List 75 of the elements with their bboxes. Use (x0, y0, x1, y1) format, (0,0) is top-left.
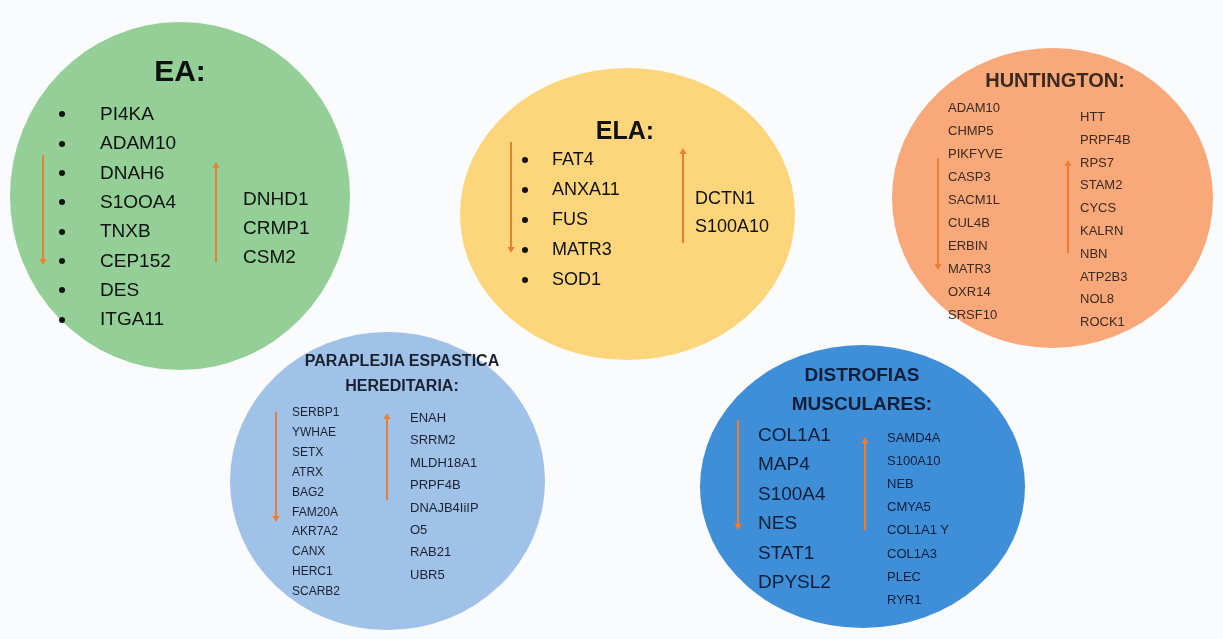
gene-label: SRRM2 (410, 432, 456, 448)
gene-label: SCARB2 (292, 584, 341, 599)
gene-label: FAM20A (292, 504, 339, 519)
gene-label: SOD1 (552, 269, 602, 291)
gene-label: KALRN (1080, 223, 1124, 239)
gene-label: ROCK1 (1080, 314, 1125, 330)
gene-label: CASP3 (948, 169, 991, 185)
gene-label: COL1A1 (758, 424, 831, 447)
gene-label: FAT4 (552, 149, 594, 171)
gene-label: STAM2 (1080, 177, 1123, 193)
gene-label: FUS (552, 209, 588, 231)
gene-label: NOL8 (1080, 291, 1114, 307)
gene-label: PI4KA (100, 103, 154, 126)
gene-label: ATP2B3 (1080, 268, 1128, 285)
gene-label: COL1A3 (887, 545, 937, 562)
gene-label: CUL4B (948, 215, 990, 231)
gene-label: DNAH6 (100, 161, 165, 185)
gene-label: DPYSL2 (758, 571, 831, 594)
gene-label: BAG2 (292, 484, 324, 499)
gene-label: PRPF4B (410, 477, 461, 493)
gene-label: DES (100, 278, 140, 302)
gene-label: S100A10 (695, 216, 770, 238)
gene-label: ADAM10 (948, 100, 1001, 116)
gene-label: CEP152 (100, 249, 171, 273)
gene-label: YWHAE (292, 424, 336, 440)
gene-label: SACM1L (948, 192, 1001, 208)
gene-label: NEB (887, 476, 914, 492)
gene-label: TNXB (100, 220, 151, 243)
gene-label: ATRX (292, 464, 324, 480)
gene-label: PIKFYVE (948, 146, 1003, 162)
heading: EA: (153, 53, 207, 89)
gene-label: SETX (292, 444, 324, 460)
gene-label: AKR7A2 (292, 524, 339, 539)
gene-label: CANX (292, 544, 326, 559)
gene-label: MATR3 (552, 239, 612, 261)
gene-label: NBN (1080, 245, 1108, 262)
gene-label: MAP4 (758, 453, 810, 477)
gene-label: CYCS (1080, 200, 1117, 216)
gene-label: PLEC (887, 568, 921, 585)
heading: DISTROFIAS MUSCULARES: (790, 363, 934, 417)
heading: HUNTINGTON: (984, 68, 1126, 92)
gene-label: ADAM10 (100, 132, 177, 156)
gene-label: RYR1 (887, 591, 922, 608)
gene-label: NES (758, 512, 798, 535)
heading: PARAPLEJIA ESPASTICA HEREDITARIA: (303, 351, 501, 396)
gene-label: O5 (410, 522, 428, 538)
gene-label: ERBIN (948, 238, 988, 254)
gene-label: SAMD4A (887, 430, 941, 446)
gene-label: CRMP1 (243, 217, 310, 240)
gene-label: MLDH18A1 (410, 454, 478, 471)
gene-label: S100A10 (887, 453, 941, 469)
gene-label: UBR5 (410, 566, 445, 583)
gene-label: RAB21 (410, 544, 452, 560)
gene-label: ENAH (410, 410, 447, 426)
gene-label: COL1A1 Y (887, 522, 949, 538)
gene-label: ITGA11 (100, 308, 165, 331)
gene-label: S100A4 (758, 482, 826, 506)
gene-label: ANXA11 (552, 179, 620, 201)
gene-label: SRSF10 (948, 307, 998, 323)
gene-label: CSM2 (243, 246, 296, 269)
gene-label: RPS7 (1080, 154, 1114, 171)
gene-label: HERC1 (292, 564, 333, 579)
gene-label: CMYA5 (887, 499, 931, 515)
gene-label: DNAJB4IiIP (410, 499, 479, 516)
heading: ELA: (594, 115, 656, 145)
gene-label: DNHD1 (243, 188, 309, 211)
gene-label: HTT (1080, 109, 1106, 125)
gene-label: PRPF4B (1080, 131, 1131, 148)
gene-label: STAT1 (758, 541, 815, 565)
gene-label: S1OOA4 (100, 190, 177, 214)
gene-label: OXR14 (948, 284, 991, 300)
gene-label: DCTN1 (695, 188, 755, 210)
gene-label: MATR3 (948, 261, 992, 277)
gene-label: SERBP1 (292, 405, 340, 420)
gene-label: CHMP5 (948, 123, 994, 139)
